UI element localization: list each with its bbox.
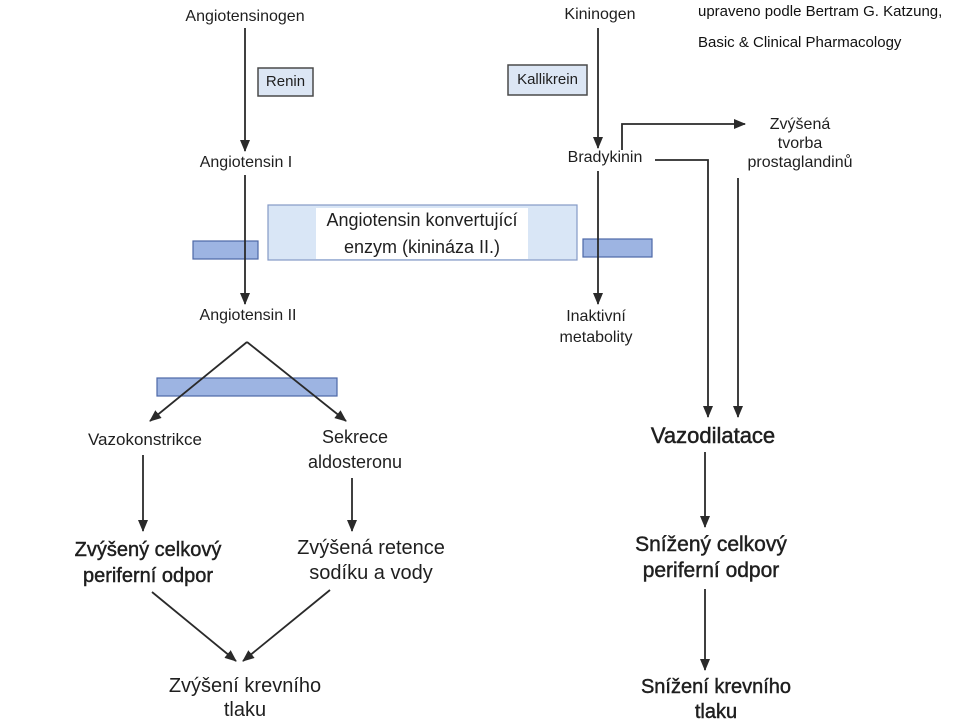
kallikrein-label: Kallikrein bbox=[517, 71, 578, 88]
reduced-resistance-line-2: periferní odpor bbox=[642, 559, 780, 582]
blood-pressure-increase-line-2: tlaku bbox=[223, 699, 267, 721]
bradykinin-label: Bradykinin bbox=[567, 149, 643, 166]
arrows bbox=[138, 28, 746, 671]
vasoconstriction-label: Vazokonstrikce bbox=[87, 430, 202, 449]
renin-box bbox=[257, 67, 314, 97]
kallikrein-box bbox=[507, 64, 588, 96]
sodium-water-retention-label: Zvýšená retence sodíku a vody bbox=[281, 536, 461, 586]
inhibition-bar-right bbox=[582, 238, 653, 258]
increased-resistance-label: Zvýšený celkový periferní odpor bbox=[63, 537, 233, 589]
reduced-resistance-line-1: Snížený celkový bbox=[635, 533, 787, 556]
arrow-bradykinin-to-vasodilation bbox=[655, 159, 713, 418]
vasodilation-label: Vazodilatace bbox=[650, 423, 776, 449]
prostaglandin-line-2: tvorba bbox=[777, 135, 823, 152]
arrow-bradykinin-to-prostaglandins bbox=[621, 119, 746, 150]
credit-line-1: upraveno podle Bertram G. Katzung, bbox=[698, 3, 943, 20]
angiotensin-i-label: Angiotensin I bbox=[199, 154, 293, 171]
angiotensin-ii-blocker-bar bbox=[156, 377, 338, 397]
ace-enzyme-line-2: enzym (kinináza II.) bbox=[343, 237, 501, 257]
prostaglandin-synthesis-label: Zvýšená tvorba prostaglandinů bbox=[730, 115, 870, 172]
blood-pressure-decrease-line-1: Snížení krevního bbox=[640, 676, 792, 698]
inhibition-bar-left bbox=[192, 240, 259, 260]
increased-resistance-line-2: periferní odpor bbox=[82, 565, 214, 587]
arrow-angiotensin-ii-to-vasoconstriction bbox=[149, 341, 248, 422]
aldosterone-secretion-line-2: aldosteronu bbox=[307, 452, 403, 472]
inactive-metabolites-line-1: Inaktivní bbox=[566, 308, 626, 325]
ace-enzyme-line-1: Angiotensin konvertující bbox=[326, 210, 518, 230]
blood-pressure-decrease-label: Snížení krevního tlaku bbox=[626, 675, 806, 725]
kininogen-label: Kininogen bbox=[564, 6, 636, 23]
angiotensinogen-label: Angiotensinogen bbox=[185, 8, 305, 25]
arrow-retention-to-pressure-increase bbox=[242, 589, 331, 662]
blood-pressure-decrease-line-2: tlaku bbox=[694, 701, 738, 723]
reduced-resistance-label: Snížený celkový periferní odpor bbox=[621, 532, 801, 584]
aldosterone-secretion-line-1: Sekrece bbox=[321, 427, 389, 447]
sodium-water-retention-line-1: Zvýšená retence bbox=[297, 537, 445, 559]
inactive-metabolites-line-2: metabolity bbox=[559, 329, 633, 346]
angiotensin-ii-label: Angiotensin II bbox=[199, 307, 297, 324]
aldosterone-secretion-label: Sekrece aldosteronu bbox=[290, 425, 420, 475]
blood-pressure-increase-line-1: Zvýšení krevního bbox=[168, 675, 322, 697]
renin-label: Renin bbox=[265, 73, 306, 90]
prostaglandin-line-3: prostaglandinů bbox=[747, 154, 853, 171]
arrow-resistance-to-pressure-increase bbox=[151, 591, 237, 662]
credit-line-2: Basic & Clinical Pharmacology bbox=[698, 34, 902, 51]
increased-resistance-line-1: Zvýšený celkový bbox=[74, 539, 222, 561]
prostaglandin-line-1: Zvýšená bbox=[769, 116, 831, 133]
ace-enzyme-label-background bbox=[316, 208, 528, 259]
blood-pressure-increase-label: Zvýšení krevního tlaku bbox=[160, 674, 330, 722]
ace-enzyme-label: Angiotensin konvertující enzym (kinináza… bbox=[316, 207, 528, 261]
inactive-metabolites-label: Inaktivní metabolity bbox=[536, 306, 656, 348]
sodium-water-retention-line-2: sodíku a vody bbox=[309, 562, 433, 584]
arrow-angiotensin-ii-to-aldosterone bbox=[246, 341, 347, 422]
